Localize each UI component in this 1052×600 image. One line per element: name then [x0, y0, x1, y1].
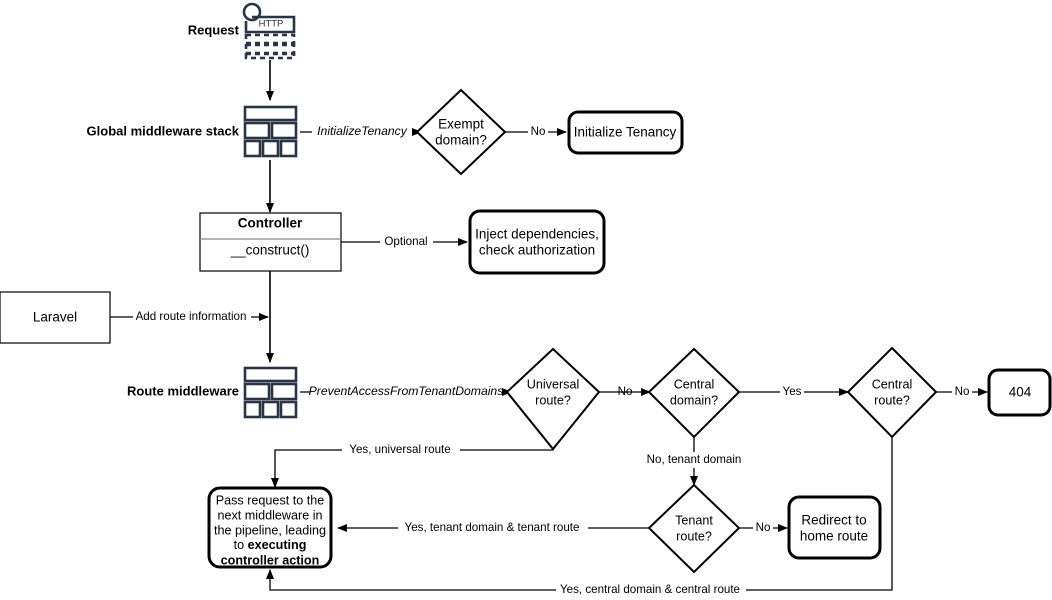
edge-label-bg [310, 384, 502, 400]
node-pass-request-line4: to executing [234, 538, 307, 552]
node-tenant-route-line1: Tenant [675, 513, 713, 527]
node-exempt-domain-label-line2: domain? [435, 133, 487, 148]
edge-label-universal-no: No [618, 385, 633, 398]
node-pass-request-bold1: executing [248, 538, 307, 552]
node-inject-dependencies [468, 209, 606, 275]
node-pass-request-line1: Pass request to the [216, 493, 325, 507]
node-controller-method: __construct() [230, 243, 310, 258]
node-laravel [0, 291, 111, 344]
node-universal-route-line1: Universal [527, 377, 580, 391]
node-initialize-tenancy [567, 110, 684, 155]
edge-label-bg [312, 124, 412, 140]
node-controller-title: Controller [238, 216, 303, 231]
edge-label-bg [753, 520, 773, 536]
node-pass-request-to: to [234, 538, 248, 552]
node-pass-request-line2: next middleware in [218, 508, 323, 522]
node-central-route-line1: Central [872, 377, 913, 391]
node-exempt-domain [415, 88, 507, 176]
edge-label-yes-central-domain-central-route: Yes, central domain & central route [560, 583, 740, 596]
middleware-stack-icon-global [243, 105, 298, 158]
node-laravel-label: Laravel [33, 310, 77, 325]
edge-label-exempt-no: No [531, 125, 546, 138]
edge-label-bg [380, 234, 433, 250]
node-exempt-domain-label-line1: Exempt [438, 117, 484, 132]
edge-label-prevent-access: PreventAccessFromTenantDomains [309, 384, 504, 398]
edge-label-tenant-route-no: No [756, 521, 771, 534]
node-central-route-line2: route? [874, 393, 910, 407]
edge-label-bg [0, 384, 20, 400]
edge-label-bg [342, 442, 460, 458]
node-redirect-home-line1: Redirect to [801, 513, 866, 528]
node-pass-request-bold2: controller action [221, 553, 320, 567]
edge-label-no-tenant-domain: No, tenant domain [647, 453, 742, 466]
node-central-domain-line2: domain? [670, 393, 718, 407]
label-request: Request [188, 22, 240, 37]
node-tenant-route-line2: route? [676, 529, 712, 543]
node-initialize-tenancy-label: Initialize Tenancy [574, 125, 677, 140]
edge-label-bg [642, 452, 747, 468]
node-redirect-home-line2: home route [800, 529, 868, 544]
label-route-middleware: Route middleware [127, 383, 239, 398]
node-central-domain-line1: Central [674, 377, 715, 391]
edge-label-central-route-no: No [955, 385, 970, 398]
node-universal-route-line2: route? [535, 393, 571, 407]
node-pass-request [207, 486, 333, 569]
node-404 [987, 368, 1052, 417]
edge-label-bg [398, 520, 588, 536]
node-tenant-route [647, 483, 741, 574]
node-controller: Controller __construct() [199, 212, 342, 272]
edge-label-add-route-information: Add route information [136, 310, 247, 323]
edge-label-yes-tenant-domain-tenant-route: Yes, tenant domain & tenant route [405, 521, 580, 534]
edge-label-bg [952, 384, 972, 400]
edge-label-bg [133, 309, 251, 325]
node-404-label: 404 [1009, 385, 1032, 400]
edge-label-yes-universal-route: Yes, universal route [349, 443, 450, 456]
edge-label-bg [556, 582, 746, 598]
http-request-icon: HTTP [242, 2, 296, 60]
label-global-middleware-stack: Global middleware stack [87, 123, 240, 138]
edge-label-initialize-tenancy: InitializeTenancy [317, 124, 408, 138]
edge-label-bg [528, 124, 548, 140]
edge-label-central-domain-yes: Yes [783, 385, 802, 398]
middleware-stack-icon-route [243, 366, 298, 419]
node-inject-dependencies-line2: check authorization [479, 243, 595, 258]
node-pass-request-line3: the pipeline, leading [214, 523, 326, 537]
node-inject-dependencies-line1: Inject dependencies, [475, 227, 599, 242]
http-icon-label: HTTP [259, 19, 284, 30]
edge-label-bg [780, 384, 804, 400]
edge-label-optional: Optional [384, 235, 427, 248]
node-redirect-home [787, 495, 882, 560]
